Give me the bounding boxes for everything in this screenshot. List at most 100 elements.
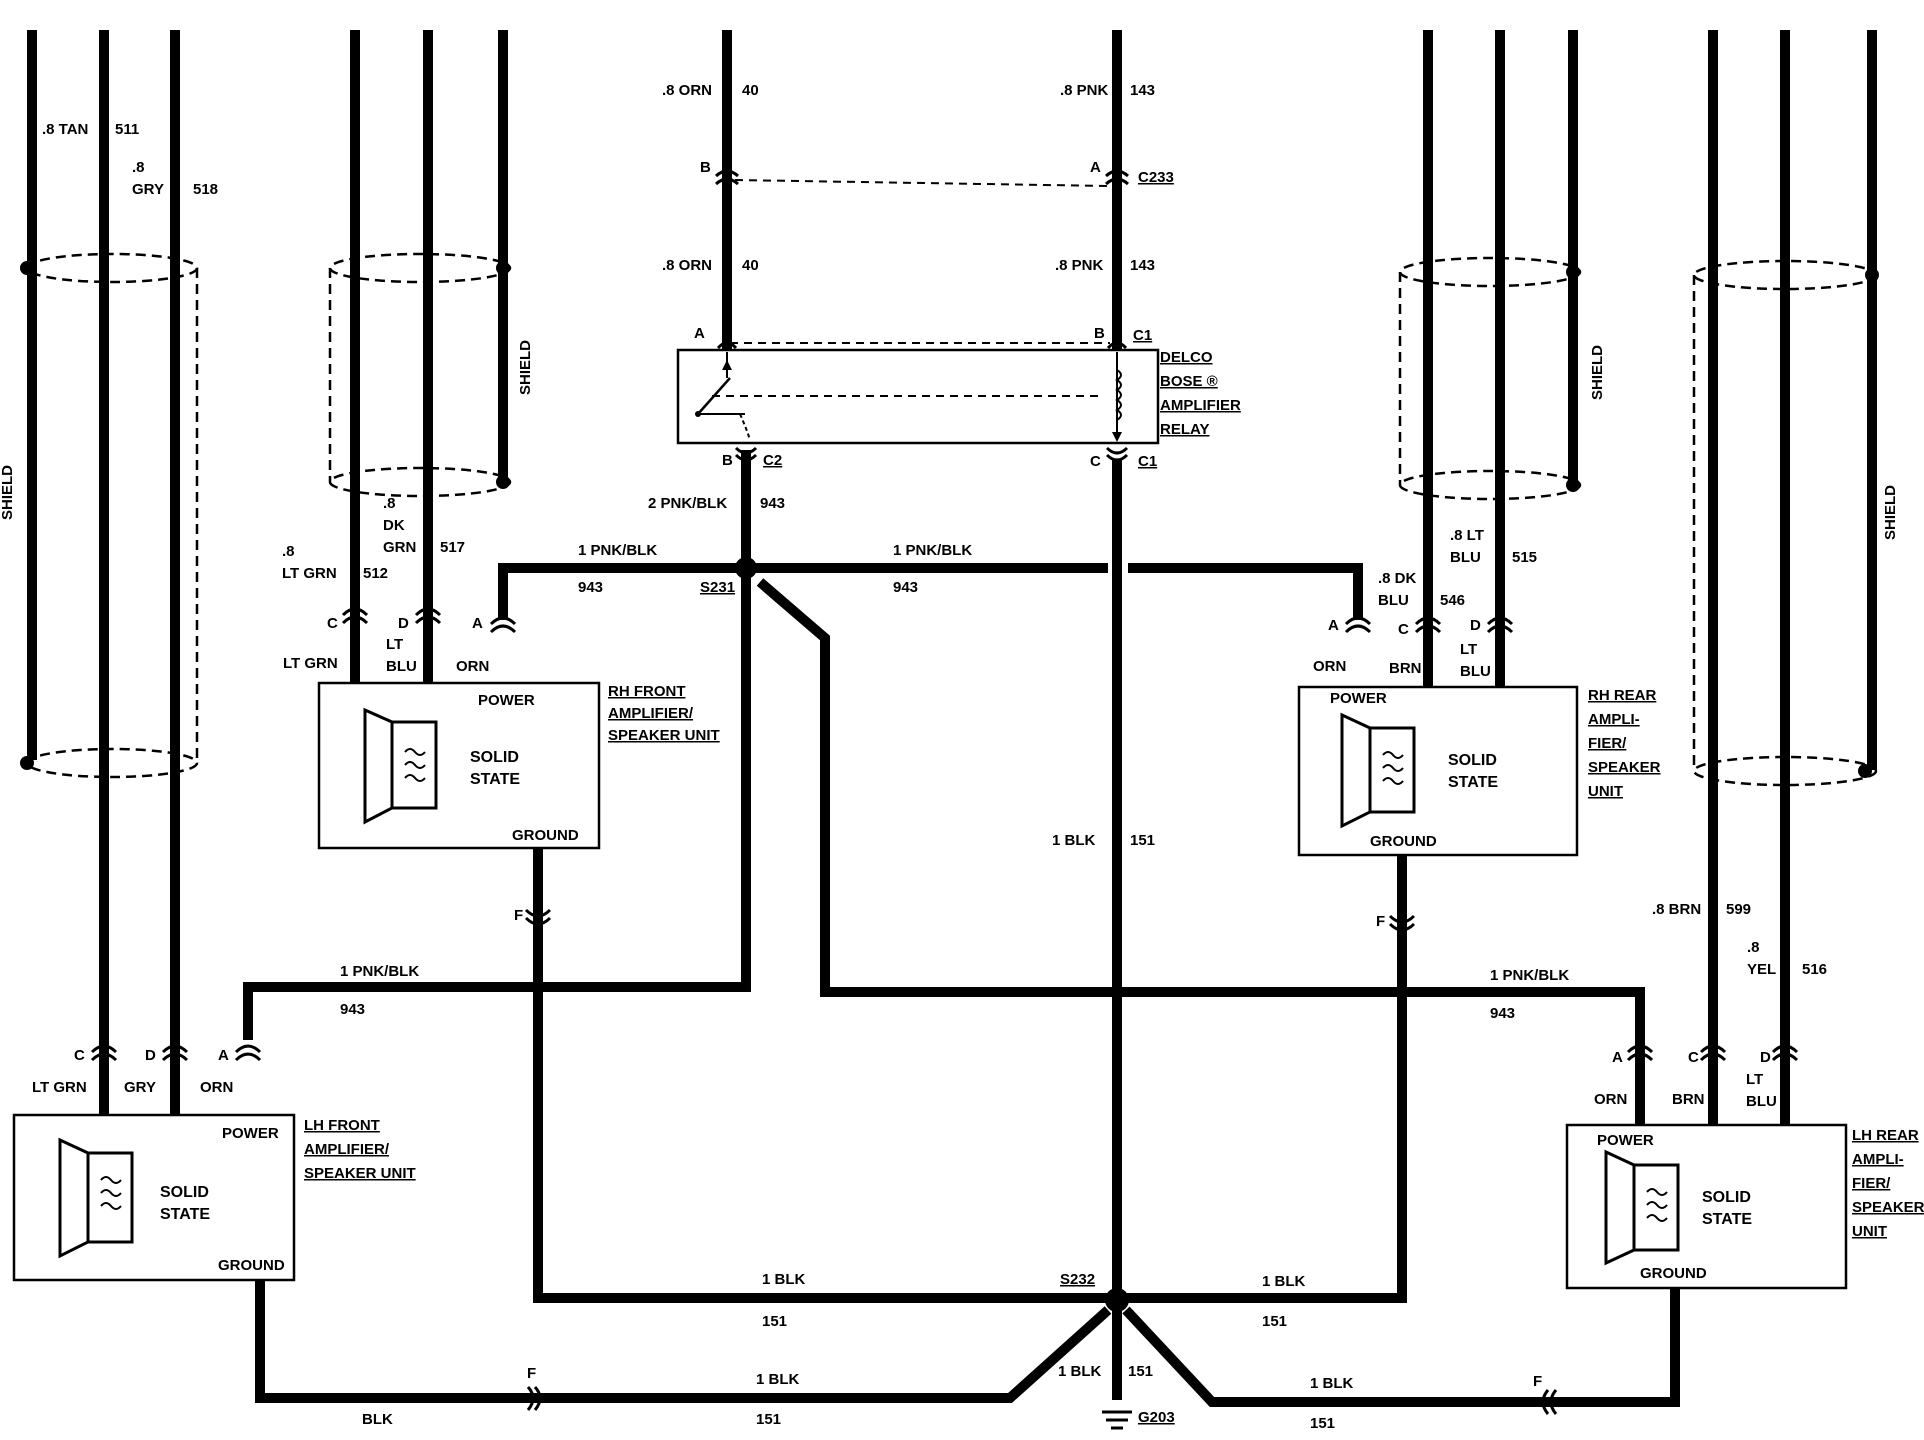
lhf-speaker-icon <box>58 1137 134 1259</box>
rhr-state-label: STATE <box>1448 774 1498 791</box>
rhf-speaker-icon <box>363 707 438 825</box>
wire-blk-label: BLK <box>362 1411 393 1428</box>
wire-518-size: .8 <box>132 159 145 176</box>
rhr-unit-label-5: UNIT <box>1588 783 1623 800</box>
wire-943-left-circuit: 943 <box>578 579 603 596</box>
lhf-unit-label-1: LH FRONT <box>304 1117 380 1134</box>
relay-pin-c-bottom: C <box>1090 453 1101 470</box>
lh-rear-shielded-cable <box>1692 30 1879 1128</box>
wire-151-left-circuit: 151 <box>762 1313 787 1330</box>
rhr-pin-d: D <box>1470 617 1481 634</box>
wire-151-lhr-label: 1 BLK <box>1310 1375 1354 1392</box>
relay-label-2: BOSE ® <box>1160 373 1218 390</box>
lh-rear-amplifier-speaker-unit <box>1565 1123 1848 1290</box>
rhr-power-label: POWER <box>1330 690 1387 707</box>
wire-143-circuit-top: 143 <box>1130 82 1155 99</box>
wire-515-label: .8 LT <box>1450 527 1484 544</box>
relay-connector-c2: C2 <box>763 452 782 469</box>
wire-512-size: .8 <box>282 543 295 560</box>
rhf-unit-label-1: RH FRONT <box>608 683 686 700</box>
lhr-state-label: STATE <box>1702 1211 1752 1228</box>
rhr-unit-label-3: FIER/ <box>1588 735 1627 752</box>
wire-40-circuit-top: 40 <box>742 82 759 99</box>
relay-wires <box>722 30 1122 350</box>
wire-151-center-label: 1 BLK <box>1052 832 1096 849</box>
rhr-ground-label: GROUND <box>1370 833 1437 850</box>
wire-515-color: BLU <box>1450 549 1481 566</box>
wire-546-circuit: 546 <box>1440 592 1465 609</box>
wire-143-label-mid: .8 PNK <box>1055 257 1104 274</box>
lhr-unit-label-5: UNIT <box>1852 1223 1887 1240</box>
wire-599-circuit: 599 <box>1726 901 1751 918</box>
relay-pin-b-top: B <box>1094 325 1105 342</box>
rhr-speaker-icon <box>1340 712 1416 829</box>
rhr-unit-label-2: AMPLI- <box>1588 711 1640 728</box>
rhf-state-label: STATE <box>470 771 520 788</box>
wire-151-lhf-circuit: 151 <box>756 1411 781 1428</box>
lhr-speaker-icon <box>1604 1149 1680 1266</box>
wire-546-label: .8 DK <box>1378 570 1417 587</box>
rhf-pin-c: C <box>327 615 338 632</box>
splice-s232: S232 <box>1060 1271 1095 1288</box>
rhf-pin-d: D <box>398 615 409 632</box>
wire-40-label-top: .8 ORN <box>662 82 712 99</box>
lhf-pin-orn: ORN <box>200 1079 233 1096</box>
lhr-pin-a: A <box>1612 1049 1623 1066</box>
wire-512-circuit: 512 <box>363 565 388 582</box>
wire-943-lhr-label: 1 PNK/BLK <box>1490 967 1569 984</box>
shield-label-lhf: SHIELD <box>0 465 16 520</box>
shield-label-lhr: SHIELD <box>1882 485 1899 540</box>
lhf-solid-label: SOLID <box>160 1184 209 1201</box>
lhr-pin-blu: BLU <box>1746 1093 1777 1110</box>
wire-151-center-circuit: 151 <box>1130 832 1155 849</box>
wire-151-right-label: 1 BLK <box>1262 1273 1306 1290</box>
rhr-pin-c: C <box>1398 621 1409 638</box>
lhf-pin-ltgrn: LT GRN <box>32 1079 87 1096</box>
rhf-pin-f: F <box>514 907 523 924</box>
rhr-pin-blu: BLU <box>1460 663 1491 680</box>
lhr-power-label: POWER <box>1597 1132 1654 1149</box>
relay-label-4: RELAY <box>1160 421 1209 438</box>
lhr-ground-label: GROUND <box>1640 1265 1707 1282</box>
rh-front-amplifier-speaker-unit <box>317 681 601 850</box>
rhf-ground-label: GROUND <box>512 827 579 844</box>
lhr-unit-label-1: LH REAR <box>1852 1127 1919 1144</box>
rhr-pin-brn: BRN <box>1389 660 1422 677</box>
bose-amplifier-relay <box>676 348 1160 445</box>
lhf-power-label: POWER <box>222 1125 279 1142</box>
lh-front-shielded-cable <box>20 30 199 1040</box>
wire-151-lhr-circuit: 151 <box>1310 1415 1335 1432</box>
lhf-unit-label-3: SPEAKER UNIT <box>304 1165 416 1182</box>
rhf-pin-ltgrn: LT GRN <box>283 655 338 672</box>
lhr-pin-f: F <box>1533 1373 1542 1390</box>
rhr-pin-lt: LT <box>1460 641 1477 658</box>
wire-518-circuit: 518 <box>193 181 218 198</box>
wire-943-lhf-circuit: 943 <box>340 1001 365 1018</box>
rhr-pin-f: F <box>1376 913 1385 930</box>
lhr-pin-brn: BRN <box>1672 1091 1705 1108</box>
relay-connector-c1-top: C1 <box>1133 327 1152 344</box>
power-bus-943 <box>243 450 1645 1050</box>
lhf-pin-a: A <box>218 1047 229 1064</box>
lhf-ground-label: GROUND <box>218 1257 285 1274</box>
rhf-pin-a: A <box>472 615 483 632</box>
rhf-unit-label-3: SPEAKER UNIT <box>608 727 720 744</box>
rh-rear-unit-connectors <box>1344 616 1514 634</box>
lhf-unit-label-2: AMPLIFIER/ <box>304 1141 390 1158</box>
wire-546-color: BLU <box>1378 592 1409 609</box>
rhr-pin-orn: ORN <box>1313 658 1346 675</box>
wire-151-lhf-label: 1 BLK <box>756 1371 800 1388</box>
relay-label-3: AMPLIFIER <box>1160 397 1241 414</box>
rhf-unit-label-2: AMPLIFIER/ <box>608 705 694 722</box>
shield-label-rhf: SHIELD <box>517 340 534 395</box>
rhf-solid-label: SOLID <box>470 749 519 766</box>
wire-40-label-mid: .8 ORN <box>662 257 712 274</box>
connector-c233: C233 <box>1138 169 1174 186</box>
wire-516-color: YEL <box>1747 961 1776 978</box>
wire-943-relay-label: 2 PNK/BLK <box>648 495 727 512</box>
lh-front-unit-connectors <box>90 1040 262 1118</box>
lh-rear-unit-connectors <box>1626 1044 1799 1128</box>
rhr-solid-label: SOLID <box>1448 752 1497 769</box>
rhf-pin-lt: LT <box>386 636 403 653</box>
